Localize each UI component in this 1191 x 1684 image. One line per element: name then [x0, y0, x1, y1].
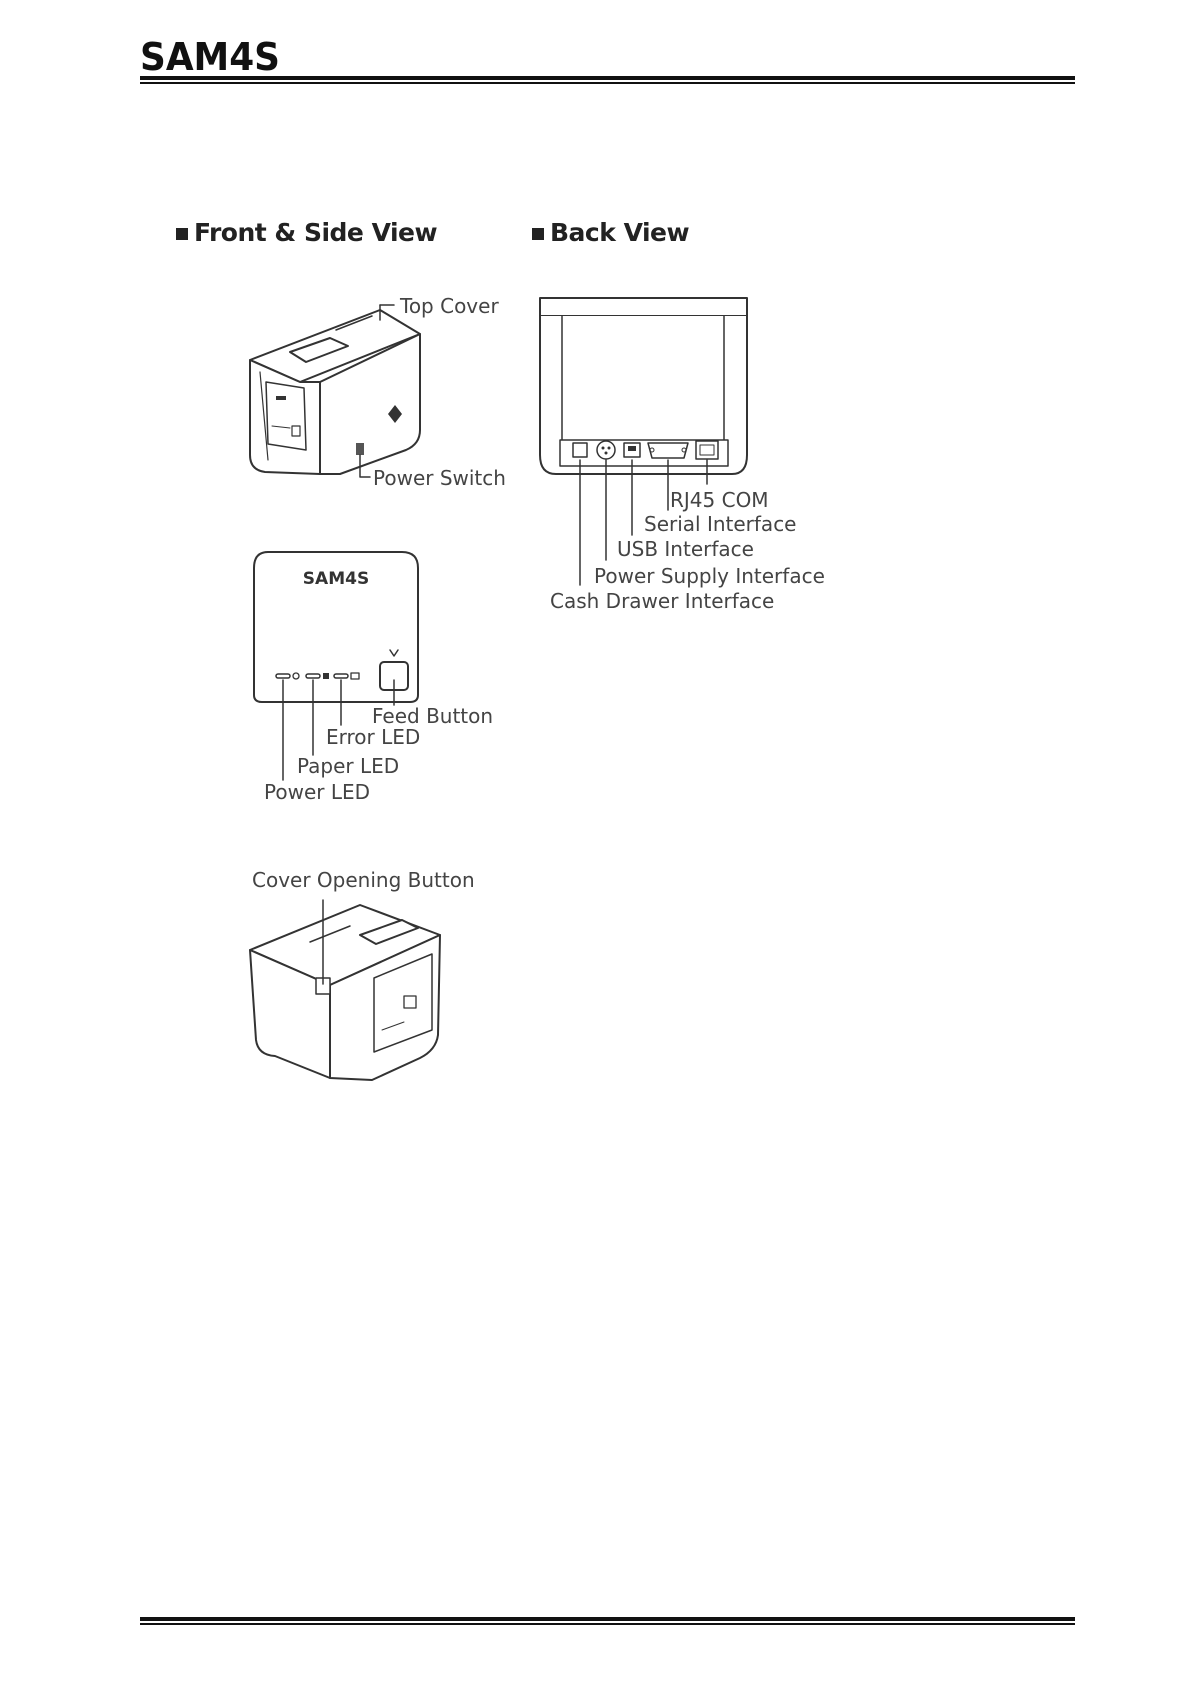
label-power-supply-interface: Power Supply Interface — [594, 564, 825, 588]
label-top-cover: Top Cover — [400, 294, 499, 318]
printer-cover-opening-figure — [250, 900, 440, 1080]
label-error-led: Error LED — [326, 725, 420, 749]
footer-rule — [140, 1617, 1075, 1621]
label-power-switch: Power Switch — [373, 466, 506, 490]
label-power-led: Power LED — [264, 780, 370, 804]
label-rj45-com: RJ45 COM — [670, 488, 769, 512]
panel-logo-text: SAM4S — [303, 569, 369, 589]
label-cover-opening-button: Cover Opening Button — [252, 868, 475, 892]
label-cash-drawer-interface: Cash Drawer Interface — [550, 589, 774, 613]
label-paper-led: Paper LED — [297, 754, 399, 778]
printer-front-side-figure — [250, 305, 420, 477]
label-serial-interface: Serial Interface — [644, 512, 797, 536]
footer-rule-thin — [140, 1623, 1075, 1625]
label-usb-interface: USB Interface — [617, 537, 754, 561]
